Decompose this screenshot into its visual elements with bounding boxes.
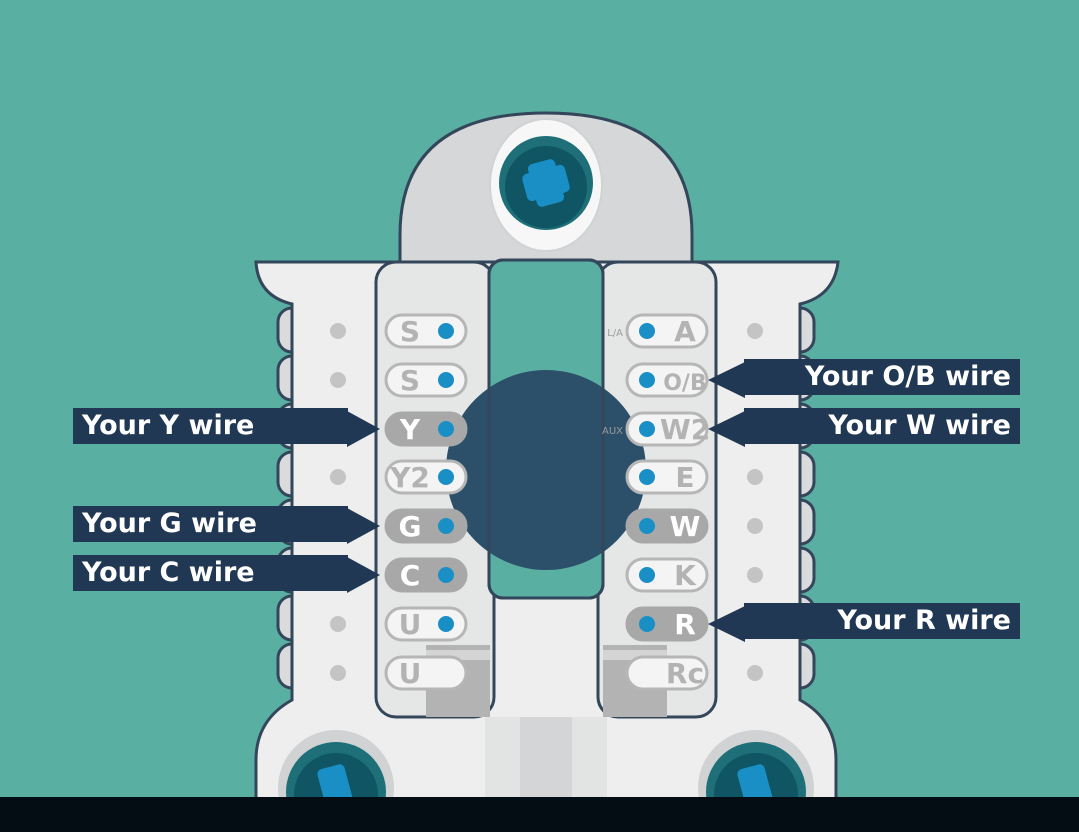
callout-arrow: [708, 411, 745, 447]
terminal-dot: [639, 616, 655, 632]
terminal-left-u[interactable]: U: [384, 655, 468, 691]
terminal-left-s[interactable]: S: [384, 362, 468, 398]
callout-c-wire: Your C wire: [73, 555, 348, 591]
terminal-label: A: [674, 315, 696, 348]
terminal-label: O/B: [663, 371, 707, 396]
terminal-label: Y: [399, 413, 421, 446]
center-opening: [446, 258, 646, 600]
mount-dot: [330, 323, 346, 339]
terminal-dot: [639, 323, 655, 339]
callout-r-wire: Your R wire: [744, 603, 1020, 639]
top-screw-mount: [398, 111, 694, 264]
terminal-side-label: AUX: [602, 426, 623, 437]
callout-ob-wire: Your O/B wire: [744, 359, 1020, 395]
callout-y-wire: Your Y wire: [73, 408, 348, 444]
terminal-dot: [639, 469, 655, 485]
screw-icon: [522, 159, 570, 207]
terminal-left-g[interactable]: G: [384, 508, 468, 544]
callout-arrow: [708, 606, 745, 642]
terminal-dot: [438, 469, 454, 485]
terminal-right-w[interactable]: W: [625, 508, 709, 544]
mount-dot: [747, 567, 763, 583]
terminal-dot: [639, 518, 655, 534]
callout-g-wire: Your G wire: [73, 506, 348, 542]
terminal-dot: [639, 567, 655, 583]
mount-dot: [330, 665, 346, 681]
terminal-label: K: [674, 559, 697, 592]
terminal-label: Rc: [666, 657, 704, 690]
mount-dot: [747, 323, 763, 339]
terminal-label: W2: [660, 413, 710, 446]
bottom-bar: [0, 797, 1079, 832]
mount-dot: [747, 469, 763, 485]
callout-arrow: [347, 508, 380, 544]
callout-arrow: [347, 411, 380, 447]
terminal-dot: [438, 518, 454, 534]
callout-arrow: [708, 362, 745, 398]
terminal-dot: [639, 372, 655, 388]
terminal-label: S: [400, 364, 420, 397]
mount-dot: [330, 372, 346, 388]
terminal-dot: [438, 421, 454, 437]
callout-arrows: [347, 362, 745, 642]
terminal-right-k[interactable]: K: [625, 557, 709, 593]
terminal-right-e[interactable]: E: [625, 459, 709, 495]
terminal-label: Y2: [389, 461, 430, 494]
terminal-left-u[interactable]: U: [384, 606, 468, 642]
callout-w-wire: Your W wire: [744, 408, 1020, 444]
mount-dot: [330, 469, 346, 485]
terminal-left-s[interactable]: S: [384, 313, 468, 349]
terminal-side-label: L/A: [607, 328, 623, 339]
mount-dot: [747, 518, 763, 534]
terminal-label: S: [400, 315, 420, 348]
terminal-label: U: [399, 657, 422, 690]
terminal-right-a[interactable]: A: [625, 313, 709, 349]
callout-arrow: [347, 557, 380, 593]
terminal-label: U: [399, 608, 422, 641]
terminal-dot: [438, 372, 454, 388]
terminal-left-y[interactable]: Y: [384, 411, 468, 447]
terminal-right-w2[interactable]: W2: [625, 411, 710, 447]
terminal-right-r[interactable]: R: [625, 606, 709, 642]
terminal-label: W: [670, 510, 701, 543]
terminal-dot: [438, 616, 454, 632]
terminal-right-rc[interactable]: Rc: [625, 655, 709, 691]
terminal-label: C: [400, 559, 421, 592]
terminal-label: R: [674, 608, 696, 641]
terminal-label: G: [399, 510, 422, 543]
terminal-dot: [438, 567, 454, 583]
mount-dot: [747, 665, 763, 681]
terminal-right-ob[interactable]: O/B: [625, 362, 709, 398]
terminal-dot: [438, 323, 454, 339]
terminal-left-c[interactable]: C: [384, 557, 468, 593]
terminal-left-y2[interactable]: Y2: [384, 459, 468, 495]
terminal-dot: [639, 421, 655, 437]
terminal-label: E: [675, 461, 694, 494]
mount-dot: [330, 616, 346, 632]
